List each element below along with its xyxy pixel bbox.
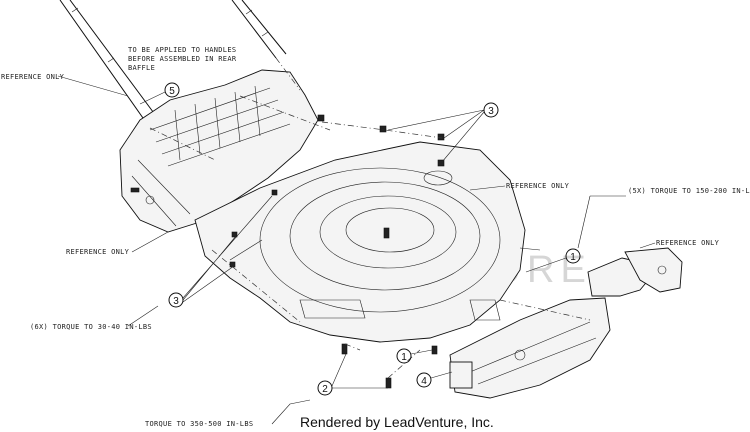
reference-only-handles: REFERENCE ONLY — [1, 73, 65, 81]
reference-only-baffle: REFERENCE ONLY — [66, 248, 130, 256]
torque-note-1: (5X) TORQUE TO 150-200 IN-LBS — [628, 187, 750, 195]
rear-baffle — [119, 69, 319, 233]
callout-3-left: 3 — [168, 195, 273, 308]
leader-torque-2 — [271, 399, 311, 425]
callout-1-lower-number: 1 — [401, 352, 407, 363]
handles-note-line-1: TO BE APPLIED TO HANDLES — [128, 46, 236, 54]
callout-1-right: 1 — [525, 248, 581, 273]
leader-reference-bracket — [639, 242, 656, 249]
handles-note-line-3: BAFFLE — [128, 64, 155, 72]
handle-tubes — [59, 0, 287, 129]
callout-4-number: 4 — [421, 376, 427, 387]
callout-5: 5 — [139, 82, 180, 105]
leader-torque-3 — [127, 305, 159, 327]
callout-3-left-number: 3 — [173, 296, 179, 307]
torque-note-3: (6X) TORQUE TO 30-40 IN-LBS — [30, 323, 152, 331]
callout-2-number: 2 — [322, 384, 328, 395]
leader-torque-1 — [577, 195, 626, 249]
rear-axle-bracket — [449, 247, 683, 399]
torque-note-2: TORQUE TO 350-500 IN-LBS — [145, 420, 253, 428]
callout-3-top-number: 3 — [488, 106, 494, 117]
callout-3-top: 3 — [387, 102, 499, 163]
callout-1-right-number: 1 — [570, 252, 576, 263]
leader-reference-deck — [469, 185, 506, 191]
mower-deck — [194, 141, 541, 343]
reference-only-deck: REFERENCE ONLY — [506, 182, 570, 190]
leader-reference-baffle — [131, 231, 169, 253]
footer-credit: Rendered by LeadVenture, Inc. — [300, 414, 494, 430]
callout-2: 2 — [317, 353, 388, 396]
reference-only-bracket: REFERENCE ONLY — [656, 239, 720, 247]
callout-5-number: 5 — [169, 86, 175, 97]
handles-note-line-2: BEFORE ASSEMBLED IN REAR — [128, 55, 237, 63]
fasteners — [229, 114, 445, 389]
callout-1-lower: 1 — [396, 348, 433, 364]
leader-reference-handles — [57, 75, 129, 97]
callout-4: 4 — [416, 371, 453, 388]
assembly-lines — [149, 57, 591, 379]
